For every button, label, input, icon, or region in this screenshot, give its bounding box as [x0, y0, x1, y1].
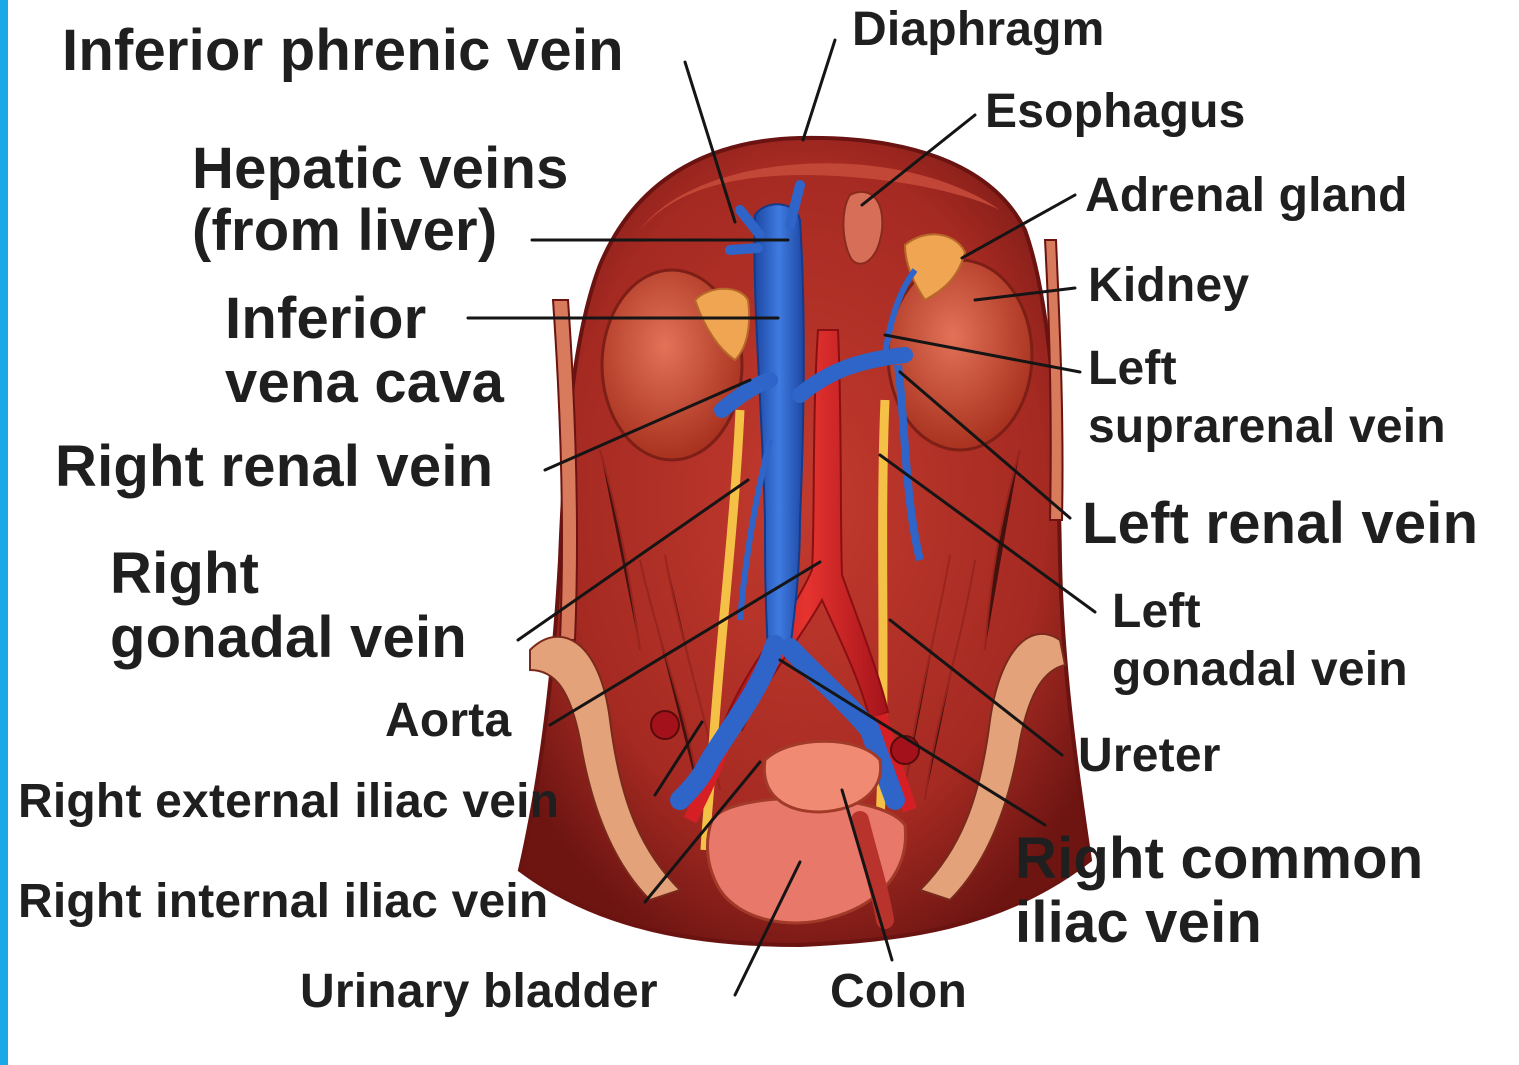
label-inferior-vena-cava-line2: vena cava: [225, 354, 504, 412]
label-right-common-iliac-vein: Right common iliac vein: [1015, 830, 1423, 952]
label-right-internal-iliac-vein: Right internal iliac vein: [18, 878, 548, 926]
label-colon: Colon: [830, 968, 967, 1016]
label-right-gonadal-vein-line1: Right: [110, 545, 467, 603]
label-left-gonadal-vein-line1: Left: [1112, 588, 1408, 636]
label-diaphragm: Diaphragm: [852, 6, 1105, 54]
label-esophagus: Esophagus: [985, 88, 1246, 136]
label-left-gonadal-vein-line2: gonadal vein: [1112, 646, 1408, 694]
label-adrenal-gland: Adrenal gland: [1085, 172, 1408, 220]
label-right-gonadal-vein: Right gonadal vein: [110, 545, 467, 667]
label-hepatic-veins-line1: Hepatic veins: [192, 140, 569, 198]
left-pelvic-vessel: [651, 711, 679, 739]
label-left-gonadal-vein: Left gonadal vein: [1112, 588, 1408, 694]
label-right-common-iliac-vein-line1: Right common: [1015, 830, 1423, 888]
label-ureter: Ureter: [1078, 732, 1221, 780]
label-kidney: Kidney: [1088, 262, 1249, 310]
label-right-gonadal-vein-line2: gonadal vein: [110, 609, 467, 667]
label-right-common-iliac-vein-line2: iliac vein: [1015, 894, 1423, 952]
label-hepatic-veins: Hepatic veins (from liver): [192, 140, 569, 260]
label-right-external-iliac-vein: Right external iliac vein: [18, 778, 559, 826]
label-left-suprarenal-vein-line2: suprarenal vein: [1088, 403, 1446, 451]
label-hepatic-veins-line2: (from liver): [192, 202, 569, 260]
label-aorta: Aorta: [385, 697, 511, 745]
label-inferior-vena-cava-line1: Inferior: [225, 290, 504, 348]
leader-diaphragm: [803, 40, 835, 140]
label-inferior-vena-cava: Inferior vena cava: [225, 290, 504, 412]
label-right-renal-vein: Right renal vein: [55, 438, 493, 496]
label-inferior-phrenic-vein: Inferior phrenic vein: [62, 22, 624, 80]
right-pelvic-vessel: [891, 736, 919, 764]
label-left-suprarenal-vein-line1: Left: [1088, 345, 1446, 393]
label-left-renal-vein: Left renal vein: [1082, 495, 1478, 553]
label-urinary-bladder: Urinary bladder: [300, 968, 658, 1016]
label-left-suprarenal-vein: Left suprarenal vein: [1088, 345, 1446, 451]
